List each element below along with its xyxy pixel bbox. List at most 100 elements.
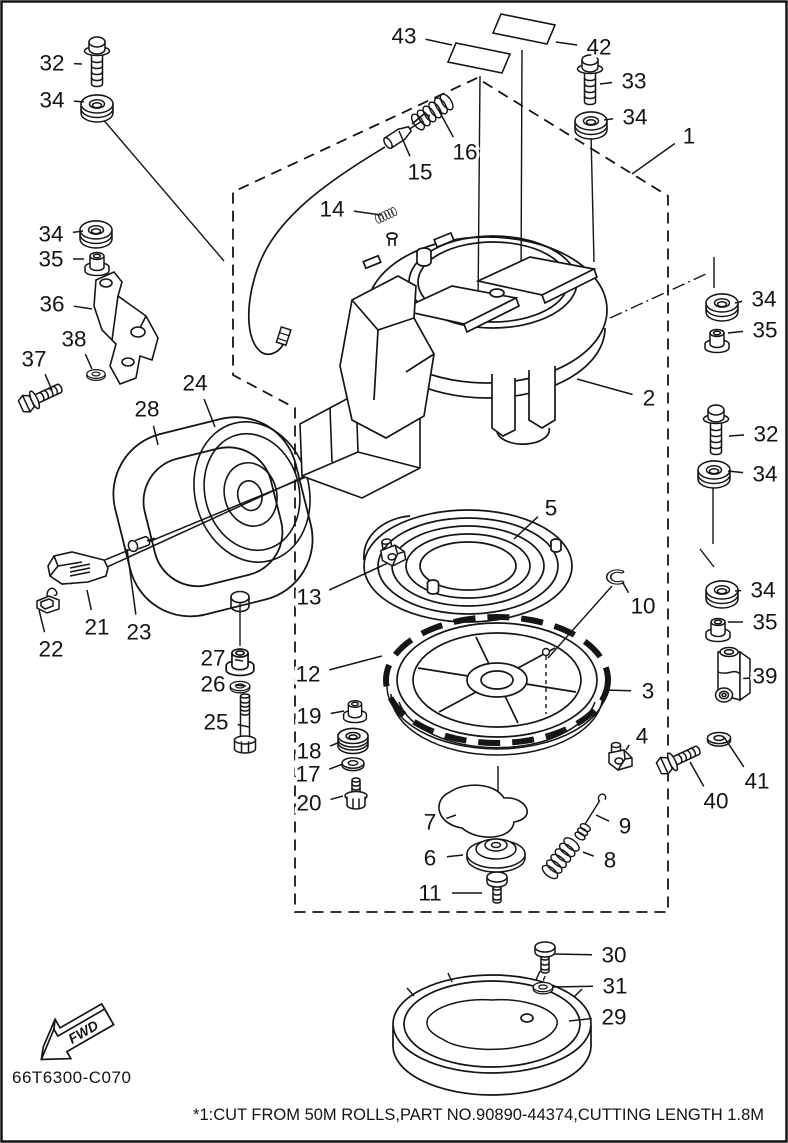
callout-number: 19 bbox=[296, 704, 321, 729]
callout-number: 34 bbox=[752, 462, 777, 487]
callout-number: 1 bbox=[683, 124, 696, 149]
callout-number: 39 bbox=[752, 664, 777, 689]
callout-10: 10 bbox=[622, 582, 659, 622]
footnote: *1:CUT FROM 50M ROLLS,PART NO.90890-4437… bbox=[193, 1106, 764, 1124]
callout-33: 33 bbox=[599, 66, 650, 97]
callout-number: 4 bbox=[636, 724, 649, 749]
callout-39: 39 bbox=[743, 661, 781, 692]
callout-11: 11 bbox=[415, 878, 482, 909]
callout-21: 21 bbox=[81, 589, 113, 643]
callout-12: 12 bbox=[292, 655, 383, 690]
washer-31 bbox=[532, 981, 554, 995]
callout-25: 25 bbox=[200, 707, 250, 738]
drive-plate-7 bbox=[438, 784, 528, 838]
callout-15: 15 bbox=[398, 130, 436, 188]
callout-7: 7 bbox=[421, 807, 457, 838]
callout-number: 36 bbox=[39, 292, 64, 317]
callout-number: 35 bbox=[752, 610, 777, 635]
drawing-code: 66T6300-C070 bbox=[12, 1068, 131, 1087]
callout-number: 38 bbox=[61, 327, 86, 352]
callout-number: 34 bbox=[751, 287, 776, 312]
callout-number: 8 bbox=[604, 848, 617, 873]
callout-number: 43 bbox=[391, 24, 416, 49]
callout-number: 30 bbox=[601, 943, 626, 968]
callout-number: 32 bbox=[753, 422, 778, 447]
callout-6: 6 bbox=[421, 843, 464, 874]
callout-34: 34 bbox=[36, 85, 85, 116]
callout-14: 14 bbox=[316, 194, 382, 225]
callout-42: 42 bbox=[555, 32, 615, 63]
callout-20: 20 bbox=[293, 788, 344, 819]
grommet-34 bbox=[574, 111, 608, 140]
callout-number: 18 bbox=[296, 739, 321, 764]
callout-number: 34 bbox=[622, 105, 647, 130]
callout-26: 26 bbox=[197, 669, 247, 700]
callout-number: 6 bbox=[424, 846, 437, 871]
callout-36: 36 bbox=[36, 289, 93, 320]
callout-38: 38 bbox=[58, 324, 93, 370]
callout-number: 34 bbox=[750, 578, 775, 603]
callout-1: 1 bbox=[631, 121, 698, 175]
callout-number: 35 bbox=[38, 247, 63, 272]
callout-number: 20 bbox=[296, 791, 321, 816]
callout-number: 34 bbox=[39, 88, 64, 113]
callout-number: 27 bbox=[200, 646, 225, 671]
callout-number: 34 bbox=[38, 222, 63, 247]
grommet-34 bbox=[705, 293, 739, 322]
callout-number: 11 bbox=[418, 881, 441, 906]
assembly-boundary-box bbox=[232, 76, 669, 913]
grommet-34 bbox=[705, 580, 739, 609]
friction-disc-6 bbox=[466, 838, 526, 873]
starter-rope-12 bbox=[386, 685, 608, 756]
callout-number: 40 bbox=[703, 789, 728, 814]
callout-number: 7 bbox=[424, 810, 437, 835]
washer-26 bbox=[229, 680, 251, 694]
callout-19: 19 bbox=[293, 701, 345, 732]
callout-23: 23 bbox=[123, 548, 155, 648]
callout-number: 24 bbox=[182, 371, 207, 396]
callout-16: 16 bbox=[437, 108, 481, 168]
callout-30: 30 bbox=[553, 940, 630, 971]
callout-number: 23 bbox=[126, 620, 151, 645]
callout-32: 32 bbox=[36, 48, 83, 79]
callout-number: 33 bbox=[621, 69, 646, 94]
callout-number: 29 bbox=[601, 1005, 626, 1030]
callout-number: 42 bbox=[586, 35, 611, 60]
callout-37: 37 bbox=[18, 344, 53, 391]
callout-number: 41 bbox=[744, 769, 769, 794]
fwd-arrow: FWD bbox=[40, 1002, 115, 1061]
callout-32: 32 bbox=[728, 419, 782, 450]
callout-13: 13 bbox=[293, 562, 389, 613]
starter-pulley-3 bbox=[383, 614, 611, 756]
rope-guide-ring-28 bbox=[112, 416, 314, 618]
callout-5: 5 bbox=[513, 493, 560, 540]
callout-number: 3 bbox=[642, 679, 655, 704]
washer-17 bbox=[341, 757, 365, 772]
callout-4: 4 bbox=[625, 721, 651, 752]
callout-number: 32 bbox=[39, 51, 64, 76]
callout-number: 26 bbox=[200, 672, 225, 697]
callout-number: 16 bbox=[452, 140, 477, 165]
bracket-39 bbox=[714, 646, 751, 703]
callout-number: 28 bbox=[134, 397, 159, 422]
callout-number: 12 bbox=[295, 662, 320, 687]
callout-34: 34 bbox=[734, 284, 780, 315]
callout-18: 18 bbox=[293, 736, 341, 767]
callout-35: 35 bbox=[727, 315, 781, 346]
grommet-34 bbox=[79, 220, 113, 249]
flywheel-cup-29 bbox=[392, 970, 592, 1096]
grommet-34 bbox=[697, 460, 731, 489]
mount-bracket-36 bbox=[93, 271, 159, 385]
collar-18 bbox=[337, 727, 369, 755]
washer-41 bbox=[706, 731, 732, 747]
callout-22: 22 bbox=[35, 609, 67, 665]
washer-38 bbox=[86, 369, 106, 381]
callout-layer: 1234567891011121314151617181920212223242… bbox=[18, 21, 782, 1033]
callout-number: 10 bbox=[630, 594, 655, 619]
callout-2: 2 bbox=[576, 378, 658, 414]
callout-8: 8 bbox=[582, 845, 619, 876]
callout-34: 34 bbox=[727, 459, 781, 490]
callout-28: 28 bbox=[131, 394, 163, 446]
